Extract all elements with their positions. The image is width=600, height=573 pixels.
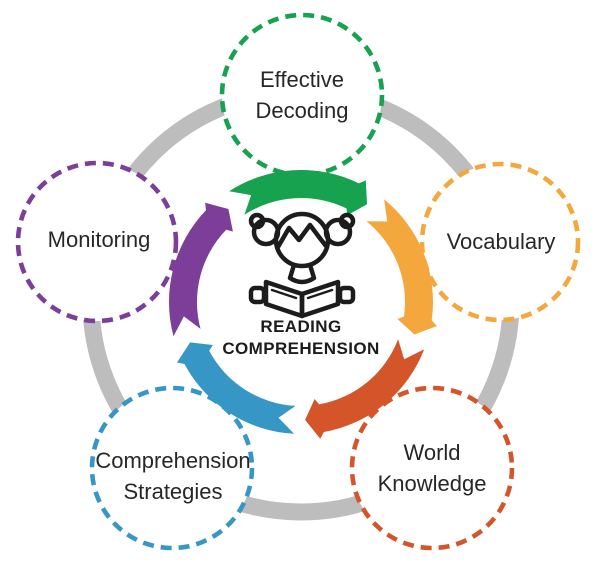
left-pigtail-curl <box>248 212 266 230</box>
head <box>273 211 331 269</box>
node-circle-vocabulary <box>419 161 581 323</box>
node-circle-world-knowledge <box>349 385 515 551</box>
node-label-world-knowledge: World Knowledge <box>377 439 487 496</box>
book-left-page-line <box>270 288 298 300</box>
right-pigtail-curl <box>338 212 356 230</box>
node-label-effective-decoding: Effective Decoding <box>255 66 349 123</box>
node-circle-monitoring <box>15 160 179 324</box>
arrow-segment-effective-decoding <box>229 170 367 216</box>
girl-reading-book-icon <box>248 211 356 319</box>
node-circle-comprehension-strategies <box>89 385 255 551</box>
book-right-page-line <box>306 288 334 300</box>
node-label-monitoring: Monitoring <box>47 227 151 253</box>
arrow-segment-world-knowledge <box>305 339 425 439</box>
left-hand <box>248 285 267 305</box>
arrow-segment-vocabulary <box>366 199 437 335</box>
hair-bangs <box>275 222 329 250</box>
arrow-segment-monitoring <box>168 202 233 337</box>
right-hand <box>337 285 356 305</box>
node-label-vocabulary: Vocabulary <box>446 229 556 255</box>
node-label-comprehension-strategies: Comprehension Strategies <box>95 447 251 504</box>
node-circle-effective-decoding <box>219 12 385 178</box>
book-right-page <box>299 279 341 319</box>
neck <box>287 262 317 285</box>
arrow-segment-comprehension-strategies <box>177 342 296 434</box>
center-title: READING COMPREHENSION <box>222 316 380 358</box>
